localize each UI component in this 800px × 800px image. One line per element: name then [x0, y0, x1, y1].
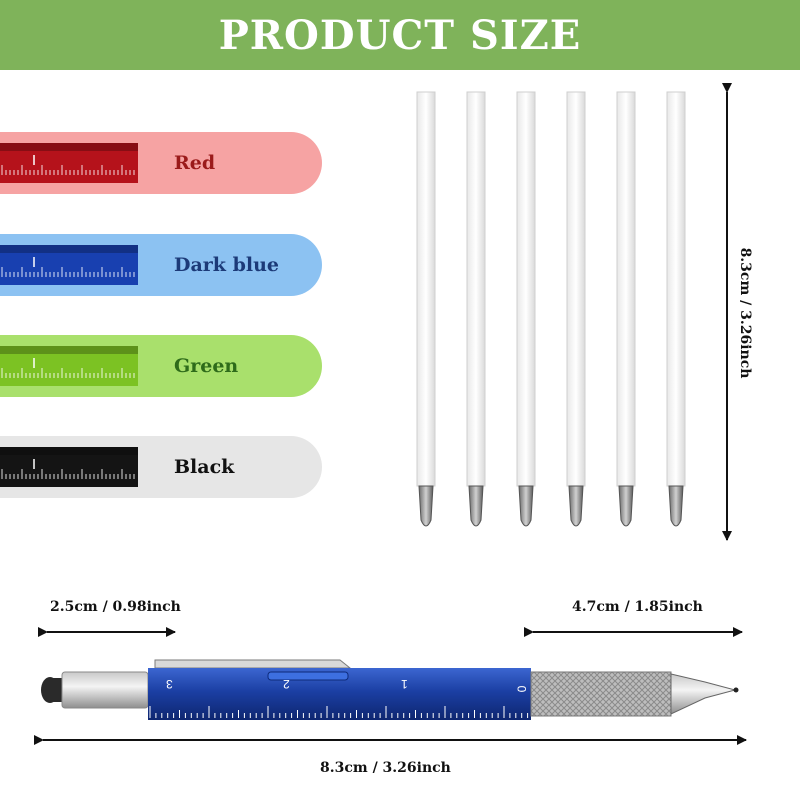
ruler-number: 0 — [514, 685, 529, 693]
refill-4 — [566, 91, 586, 527]
multi-tool-pen — [41, 659, 739, 720]
ruler-number: 2 — [283, 677, 290, 691]
stylus-length-label: 2.5cm / 0.98inch — [50, 599, 181, 615]
color-option-dark-blue: Dark blue — [0, 234, 322, 296]
tip-length-label: 4.7cm / 1.85inch — [572, 599, 703, 615]
color-label-red: Red — [174, 152, 216, 174]
refill-2 — [466, 91, 486, 527]
color-label-dark-blue: Dark blue — [174, 254, 279, 276]
ballpoint — [733, 687, 739, 693]
color-label-green: Green — [174, 355, 239, 377]
green-pen-swatch — [0, 346, 138, 386]
ruler-number: 3 — [166, 677, 173, 691]
pen-tip-cone — [670, 673, 737, 715]
refill-3 — [516, 91, 536, 527]
pen-body — [148, 668, 531, 720]
page-title: PRODUCT SIZE — [218, 11, 582, 59]
color-label-black: Black — [174, 456, 235, 478]
red-pen-swatch — [0, 143, 138, 183]
knurled-grip — [531, 672, 671, 716]
color-option-black: Black — [0, 436, 322, 498]
color-option-red: Red — [0, 132, 322, 194]
color-option-green: Green — [0, 335, 322, 397]
black-pen-swatch — [0, 447, 138, 487]
total-length-label: 8.3cm / 3.26inch — [320, 760, 451, 776]
refill-6 — [666, 91, 686, 527]
refill-5 — [616, 91, 636, 527]
refill-length-label: 8.3cm / 3.26inch — [737, 247, 753, 379]
header-banner: PRODUCT SIZE — [0, 0, 800, 70]
pen-clip — [154, 659, 352, 669]
refill-1 — [416, 91, 436, 527]
ruler-number: 1 — [401, 677, 408, 691]
dark-blue-pen-swatch — [0, 245, 138, 285]
stylus-tip — [41, 677, 59, 703]
metal-cap — [62, 672, 148, 708]
